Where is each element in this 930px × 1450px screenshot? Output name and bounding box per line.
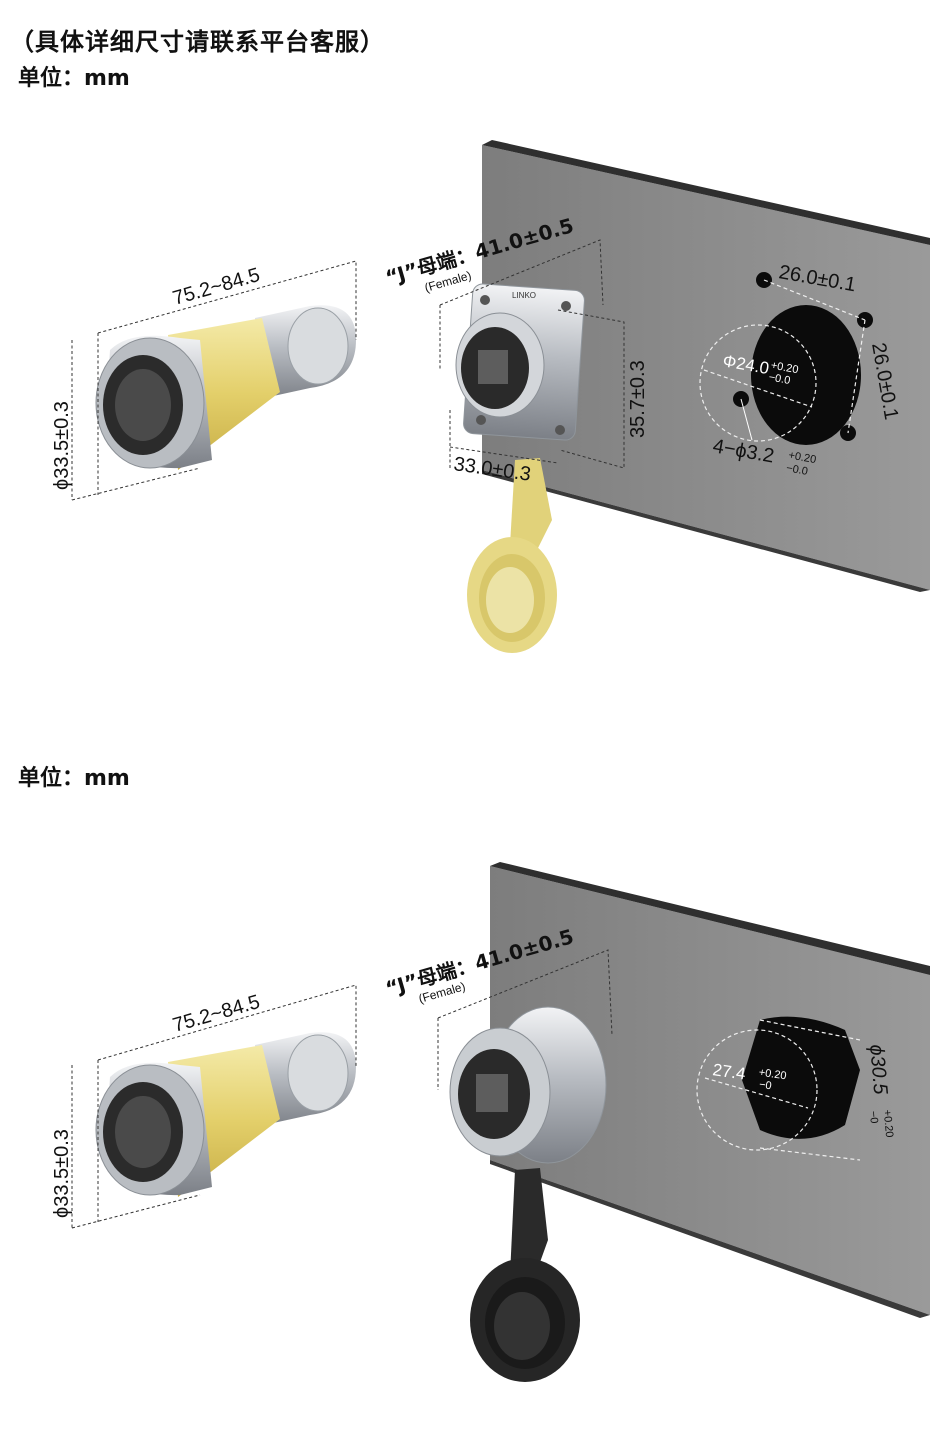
flange-height-label: 35.7±0.3 — [627, 360, 649, 438]
plug-connector-2 — [95, 1032, 356, 1197]
panel-cutout-2 — [696, 1016, 861, 1161]
dimension-lines-2 — [71, 949, 613, 1229]
svg-text:−0.0: −0.0 — [768, 371, 791, 387]
contact-note: （具体详细尺寸请联系平台客服） — [10, 28, 385, 56]
svg-text:ϕ30.5: ϕ30.5 — [865, 1044, 891, 1097]
plug-diameter-label-2: ϕ33.5±0.3 — [51, 1129, 73, 1218]
unit-label-1: 单位：mm — [18, 66, 130, 91]
svg-text:−0.0: −0.0 — [785, 462, 808, 478]
mounting-panel-2 — [490, 862, 930, 1318]
cutout-diameter-label-2: ϕ30.5 +0.20 −0 — [865, 1044, 895, 1139]
mounting-panel — [482, 140, 930, 592]
svg-text:−0: −0 — [758, 1079, 772, 1093]
svg-text:27.4: 27.4 — [711, 1060, 746, 1083]
plug-length-label-2: 75.2~84.5 — [170, 991, 262, 1037]
svg-text:+0.20: +0.20 — [788, 449, 818, 466]
plug-length-label: 75.2~84.5 — [170, 264, 262, 310]
female-socket-1: LINKO — [455, 283, 585, 653]
svg-text:+0.20: +0.20 — [770, 360, 800, 377]
panel-cutout-1 — [699, 272, 873, 445]
brand-mark: LINKO — [512, 291, 536, 300]
plug-connector-1 — [95, 305, 356, 470]
svg-text:−0: −0 — [867, 1110, 880, 1124]
plug-diameter-label: ϕ33.5±0.3 — [51, 401, 73, 490]
dimension-diagram-1: LINKO 75.2~84.5 ϕ33.5±0.3 “J”母端：41.0±0.5… — [51, 140, 930, 653]
dimension-lines-1 — [71, 239, 625, 501]
svg-text:+0.20: +0.20 — [881, 1109, 895, 1138]
female-socket-2 — [449, 1006, 607, 1382]
svg-text:+0.20: +0.20 — [758, 1067, 787, 1083]
dimension-diagram-2: 75.2~84.5 ϕ33.5±0.3 “J”母端：41.0±0.5 (Fema… — [51, 862, 930, 1382]
cutout-flat-label: 27.4 +0.20 −0 — [711, 1060, 787, 1093]
unit-label-2: 单位：mm — [18, 766, 130, 791]
